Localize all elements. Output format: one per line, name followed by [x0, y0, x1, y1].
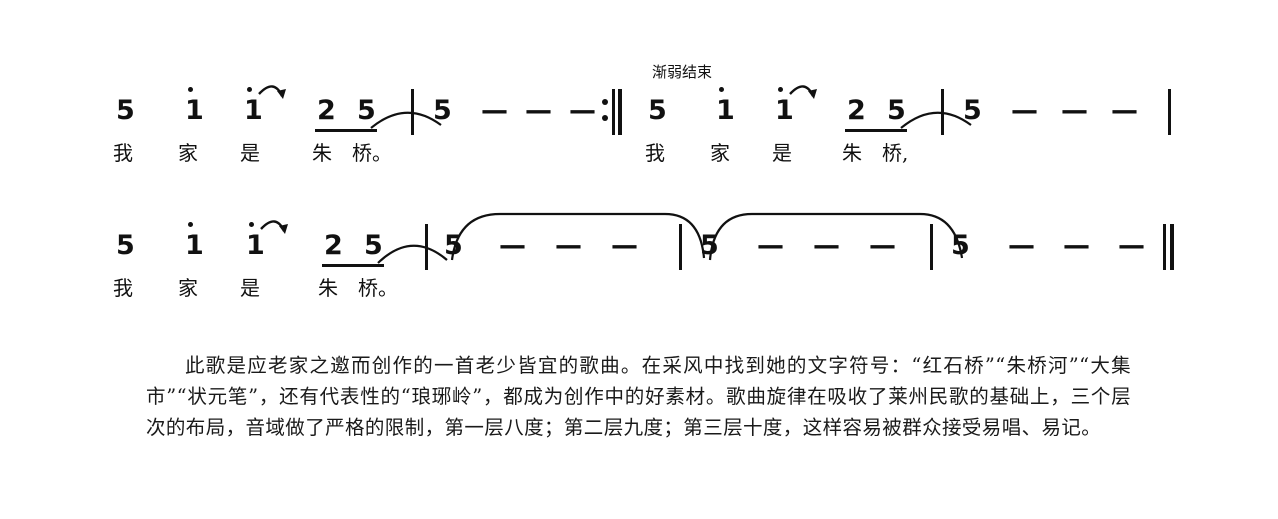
note-2-m1: 2 [317, 95, 336, 126]
sustain-dash: — [869, 230, 896, 261]
repeat-end-sign [602, 85, 622, 139]
octave-dot-high [247, 87, 252, 92]
sustain-dash: — [1111, 95, 1138, 126]
octave-dot-high [778, 87, 783, 92]
repeat-thin-bar [612, 89, 615, 135]
sustain-dash: — [1063, 230, 1090, 261]
note-5-m3: 5 [648, 95, 667, 126]
note-5-beamed-m5: 5 [364, 230, 383, 261]
note-1-high-porta-m3: 1 [775, 95, 794, 126]
barline [941, 89, 944, 135]
lyric-char: 家 [178, 141, 198, 165]
note-5-beamed-m1: 5 [357, 95, 376, 126]
sustain-dash: — [1118, 230, 1145, 261]
octave-dot-high [719, 87, 724, 92]
final-double-barline [1163, 224, 1175, 270]
sustain-dash: — [481, 95, 508, 126]
sustain-dash: — [611, 230, 638, 261]
lyric-char: 我 [113, 276, 133, 300]
sustain-dash: — [569, 95, 596, 126]
note-1-high-porta-m1: 1 [244, 95, 263, 126]
lyric-char: 朱 [842, 141, 862, 165]
commentary-paragraph: 此歌是应老家之邀而创作的一首老少皆宜的歌曲。在采风中找到她的文字符号：“红石桥”… [146, 353, 1131, 439]
note-2-m5: 2 [324, 230, 343, 261]
barline [930, 224, 933, 270]
eighth-beam [845, 129, 907, 132]
octave-dot-high [249, 222, 254, 227]
sustain-dash: — [1011, 95, 1038, 126]
sustain-dash: — [1008, 230, 1035, 261]
sustain-dash: — [1061, 95, 1088, 126]
sustain-dash: — [813, 230, 840, 261]
repeat-thick-bar [618, 89, 622, 135]
sustain-dash: — [525, 95, 552, 126]
lyric-char: 桥, [882, 141, 909, 165]
lyric-char: 家 [710, 141, 730, 165]
portamento-down-icon [256, 75, 290, 109]
note-5-m2: 5 [433, 95, 452, 126]
note-1-high-m5: 1 [185, 230, 204, 261]
octave-dot-high [188, 87, 193, 92]
note-5-m7: 5 [700, 230, 719, 261]
lyric-char: 我 [645, 141, 665, 165]
octave-dot-high [188, 222, 193, 227]
note-5-m4: 5 [963, 95, 982, 126]
lyric-char: 朱 [312, 141, 332, 165]
lyric-char: 是 [240, 141, 260, 165]
lyric-char: 朱 [318, 276, 338, 300]
music-system-1: 5 1 1 2 5 5 — — — 渐弱结束 5 1 [0, 55, 1278, 175]
sustain-dash: — [757, 230, 784, 261]
barline [679, 224, 682, 270]
note-1-high-m1: 1 [185, 95, 204, 126]
expression-mark: 渐弱结束 [652, 63, 713, 81]
sustain-dash: — [555, 230, 582, 261]
note-1-high-m3: 1 [716, 95, 735, 126]
note-1-high-porta-m5: 1 [246, 230, 265, 261]
note-5-m5: 5 [116, 230, 135, 261]
lyric-char: 是 [772, 141, 792, 165]
portamento-down-icon [787, 75, 821, 109]
portamento-down-icon [258, 210, 292, 244]
repeat-dot [602, 115, 608, 121]
repeat-dot [602, 99, 608, 105]
lyric-char: 是 [240, 276, 260, 300]
sustain-dash: — [499, 230, 526, 261]
barline [425, 224, 428, 270]
note-5-m8: 5 [951, 230, 970, 261]
music-system-2: 5 1 1 2 5 5 — — — 5 — — — 5 — — — [0, 190, 1278, 310]
lyric-char: 桥。 [358, 276, 398, 300]
eighth-beam [315, 129, 377, 132]
eighth-beam [322, 264, 384, 267]
lyric-char: 我 [113, 141, 133, 165]
lyric-char: 桥。 [352, 141, 392, 165]
note-2-m3: 2 [847, 95, 866, 126]
note-5-m6: 5 [444, 230, 463, 261]
barline [1168, 89, 1171, 135]
barline [411, 89, 414, 135]
note-5-m1: 5 [116, 95, 135, 126]
lyric-char: 家 [178, 276, 198, 300]
note-5-beamed-m3: 5 [887, 95, 906, 126]
